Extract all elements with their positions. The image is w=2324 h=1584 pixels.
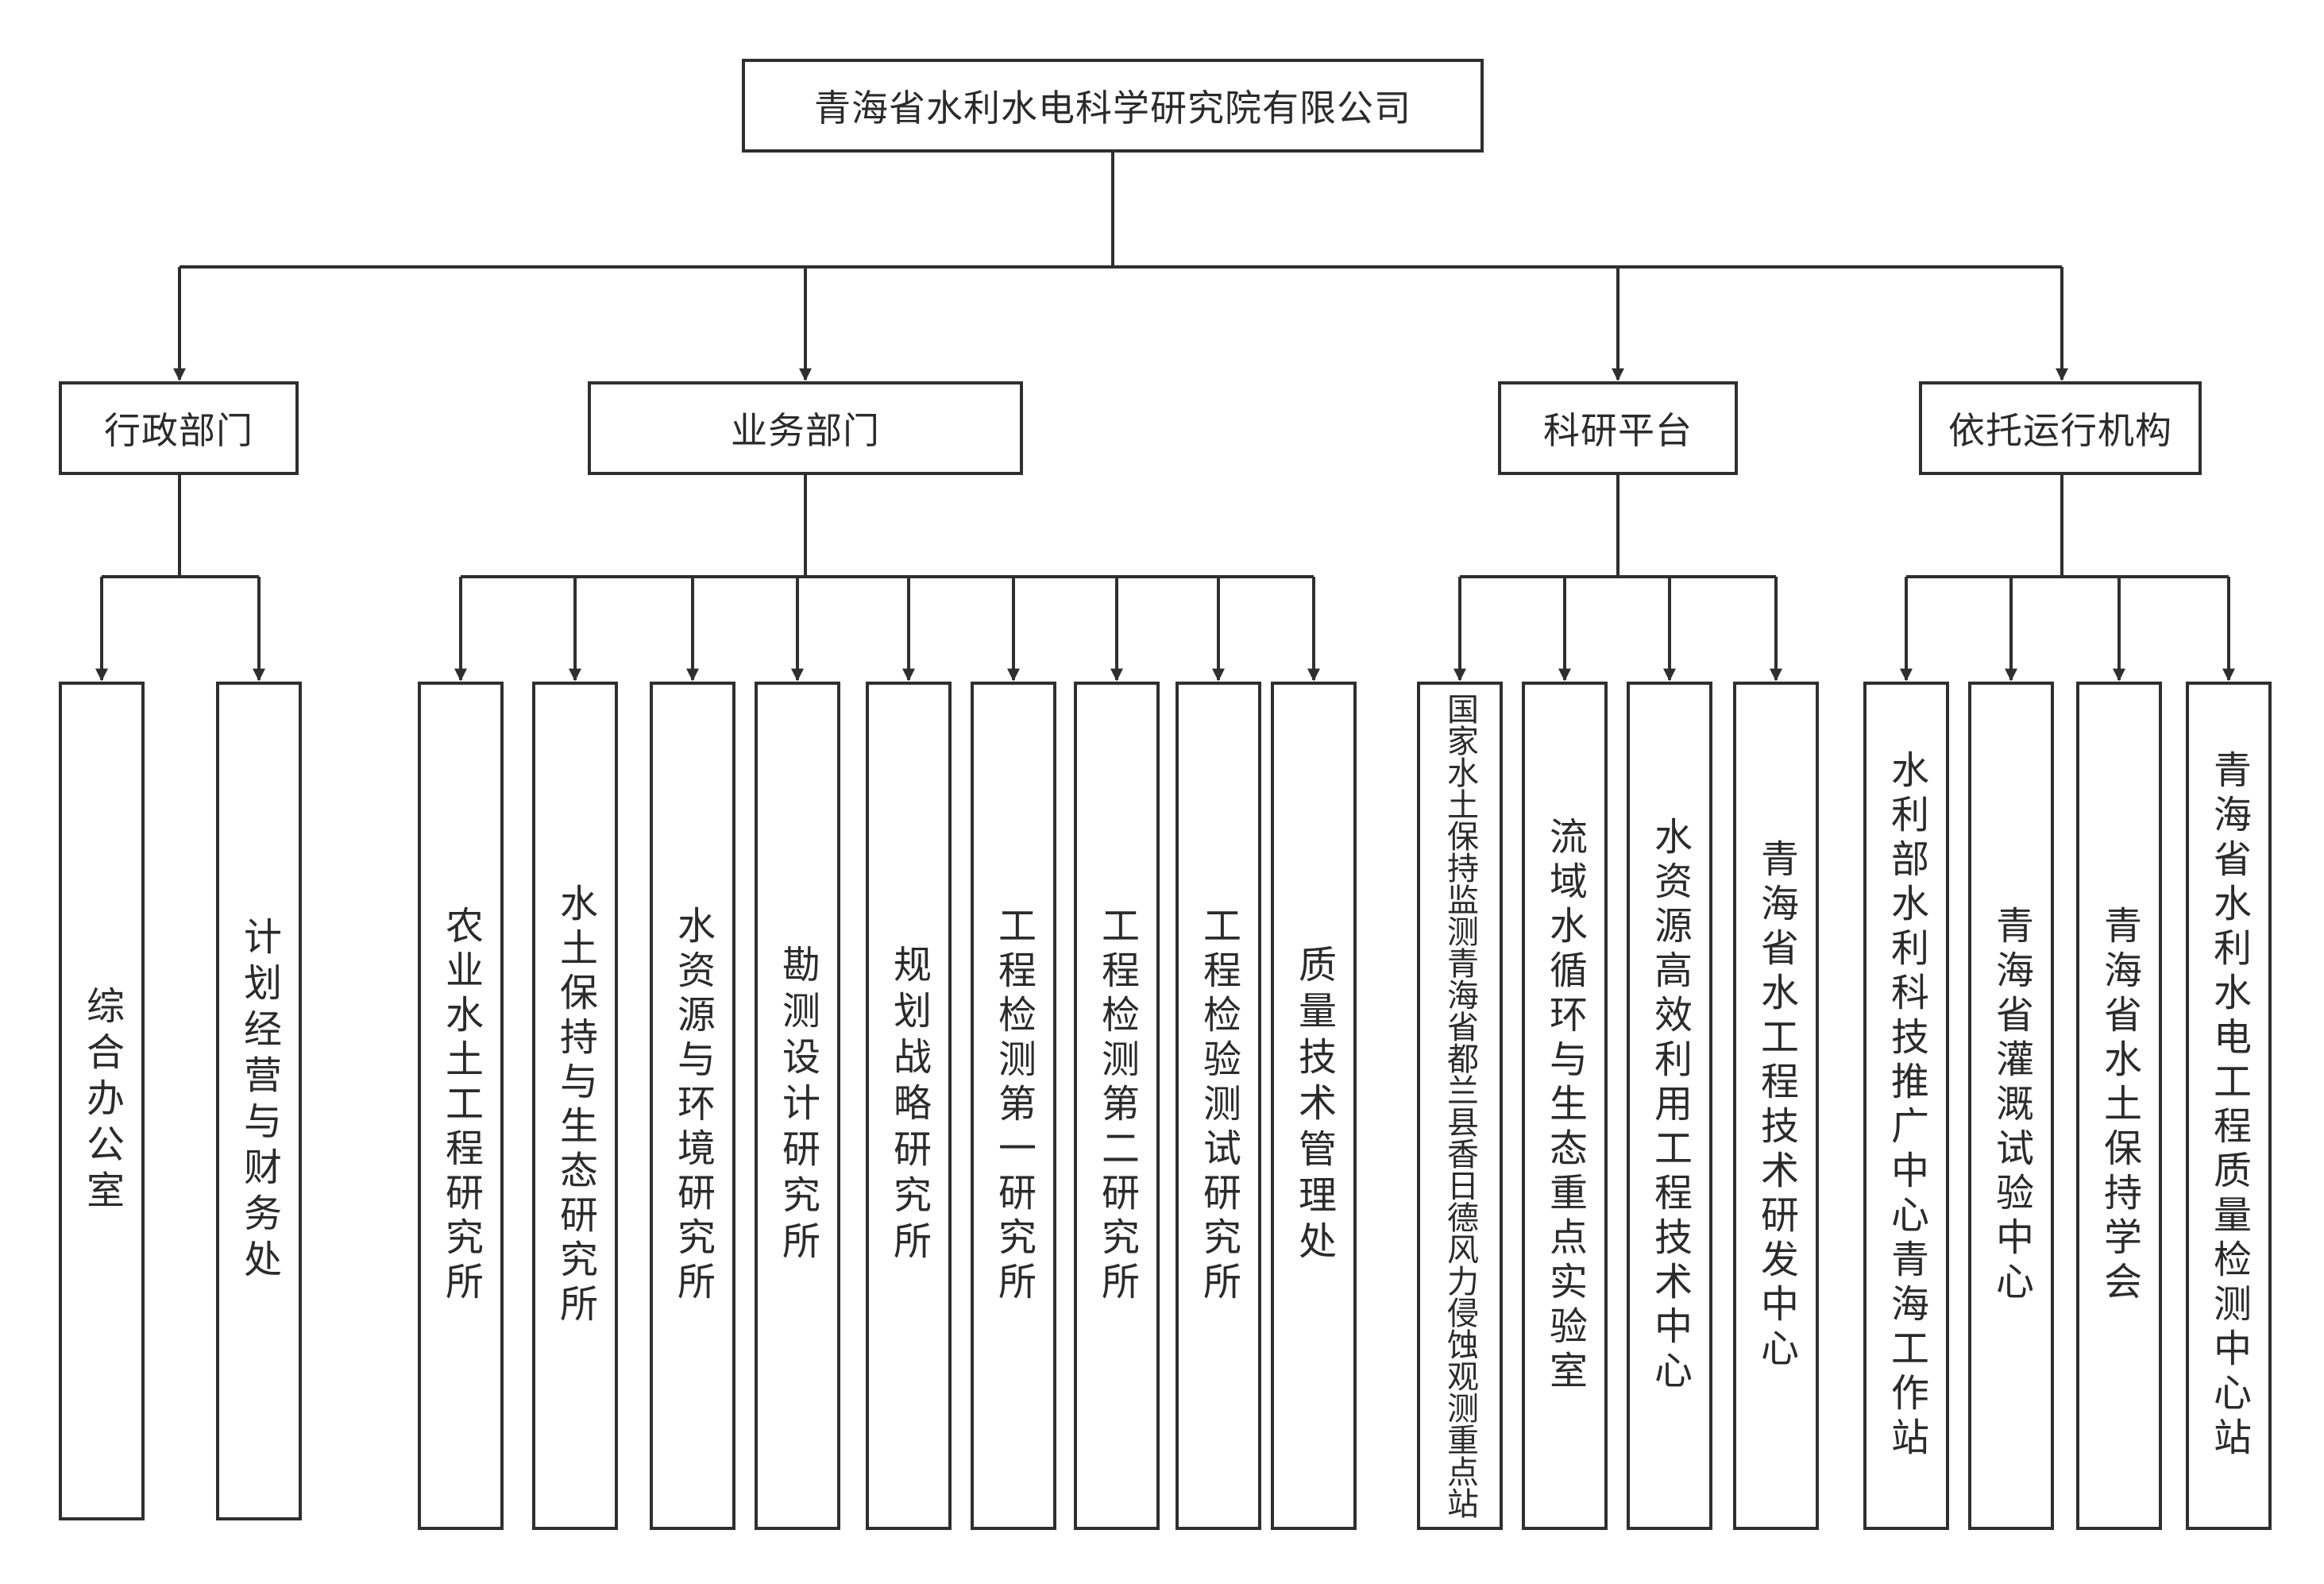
dept-admin-label: 行政部门 [104,409,253,452]
unit-testing-second-institute: 工程检测第二研究所 [1074,682,1160,1530]
dept-affiliated-label: 依托运行机构 [1948,409,2172,452]
unit-hydraulic-rd-center: 青海省水工程技术研发中心 [1733,682,1819,1530]
root-label: 青海省水利水电科学研究院有限公司 [814,87,1411,129]
dept-admin: 行政部门 [59,381,299,475]
dept-affiliated: 依托运行机构 [1919,381,2202,475]
unit-water-resources-institute: 水资源与环境研究所 [650,682,735,1530]
unit-label: 流域水循环与生态重点实验室 [1542,817,1587,1395]
unit-planning-strategy-institute: 规划战略研究所 [866,682,952,1530]
unit-label: 青海省水工程技术研发中心 [1754,839,1798,1373]
unit-planning-finance: 计划经营与财务处 [216,682,302,1520]
unit-label: 质量技术管理处 [1291,945,1336,1267]
unit-label: 国家水土保持监测青海省都兰县香日德风力侵蚀观测重点站 [1442,693,1478,1519]
unit-survey-design-institute: 勘测设计研究所 [755,682,840,1530]
unit-label: 农业水土工程研究所 [438,906,483,1306]
unit-label: 工程检测第一研究所 [991,906,1036,1306]
unit-watershed-key-lab: 流域水循环与生态重点实验室 [1522,682,1608,1530]
unit-label: 水土保持与生态研究所 [553,883,597,1328]
unit-inspection-testing-institute: 工程检验测试研究所 [1176,682,1261,1530]
unit-label: 青海省水利水电工程质量检测中心站 [2206,750,2251,1462]
dept-research-platform-label: 科研平台 [1543,409,1693,452]
unit-soil-conservation-society: 青海省水土保持学会 [2076,682,2162,1530]
unit-label: 青海省水土保持学会 [2097,906,2141,1306]
unit-mwr-promotion-workstation: 水利部水利科技推广中心青海工作站 [1863,682,1949,1530]
unit-label: 水资源与环境研究所 [670,906,715,1306]
unit-label: 工程检验测试研究所 [1196,906,1241,1306]
unit-label: 工程检测第二研究所 [1094,906,1139,1306]
unit-label: 计划经营与财务处 [237,917,281,1285]
unit-testing-first-institute: 工程检测第一研究所 [971,682,1056,1530]
dept-business-label: 业务部门 [731,409,880,452]
unit-national-monitoring-station: 国家水土保持监测青海省都兰县香日德风力侵蚀观测重点站 [1417,682,1503,1530]
unit-label: 水资源高效利用工程技术中心 [1647,817,1692,1395]
unit-quality-management-office: 质量技术管理处 [1271,682,1357,1530]
dept-business: 业务部门 [588,381,1023,475]
unit-label: 勘测设计研究所 [775,945,820,1267]
unit-agri-water-soil-institute: 农业水土工程研究所 [418,682,504,1530]
unit-water-efficiency-center: 水资源高效利用工程技术中心 [1627,682,1712,1530]
unit-label: 水利部水利科技推广中心青海工作站 [1884,750,1928,1462]
unit-quality-testing-center-station: 青海省水利水电工程质量检测中心站 [2186,682,2272,1530]
root-node: 青海省水利水电科学研究院有限公司 [742,59,1484,153]
unit-label: 青海省灌溉试验中心 [1989,906,2033,1306]
unit-label: 规划战略研究所 [886,945,931,1267]
unit-irrigation-test-center: 青海省灌溉试验中心 [1968,682,2054,1530]
unit-soil-conservation-institute: 水土保持与生态研究所 [532,682,618,1530]
unit-label: 综合办公室 [79,986,124,1216]
dept-research-platform: 科研平台 [1498,381,1738,475]
unit-general-office: 综合办公室 [59,682,145,1520]
